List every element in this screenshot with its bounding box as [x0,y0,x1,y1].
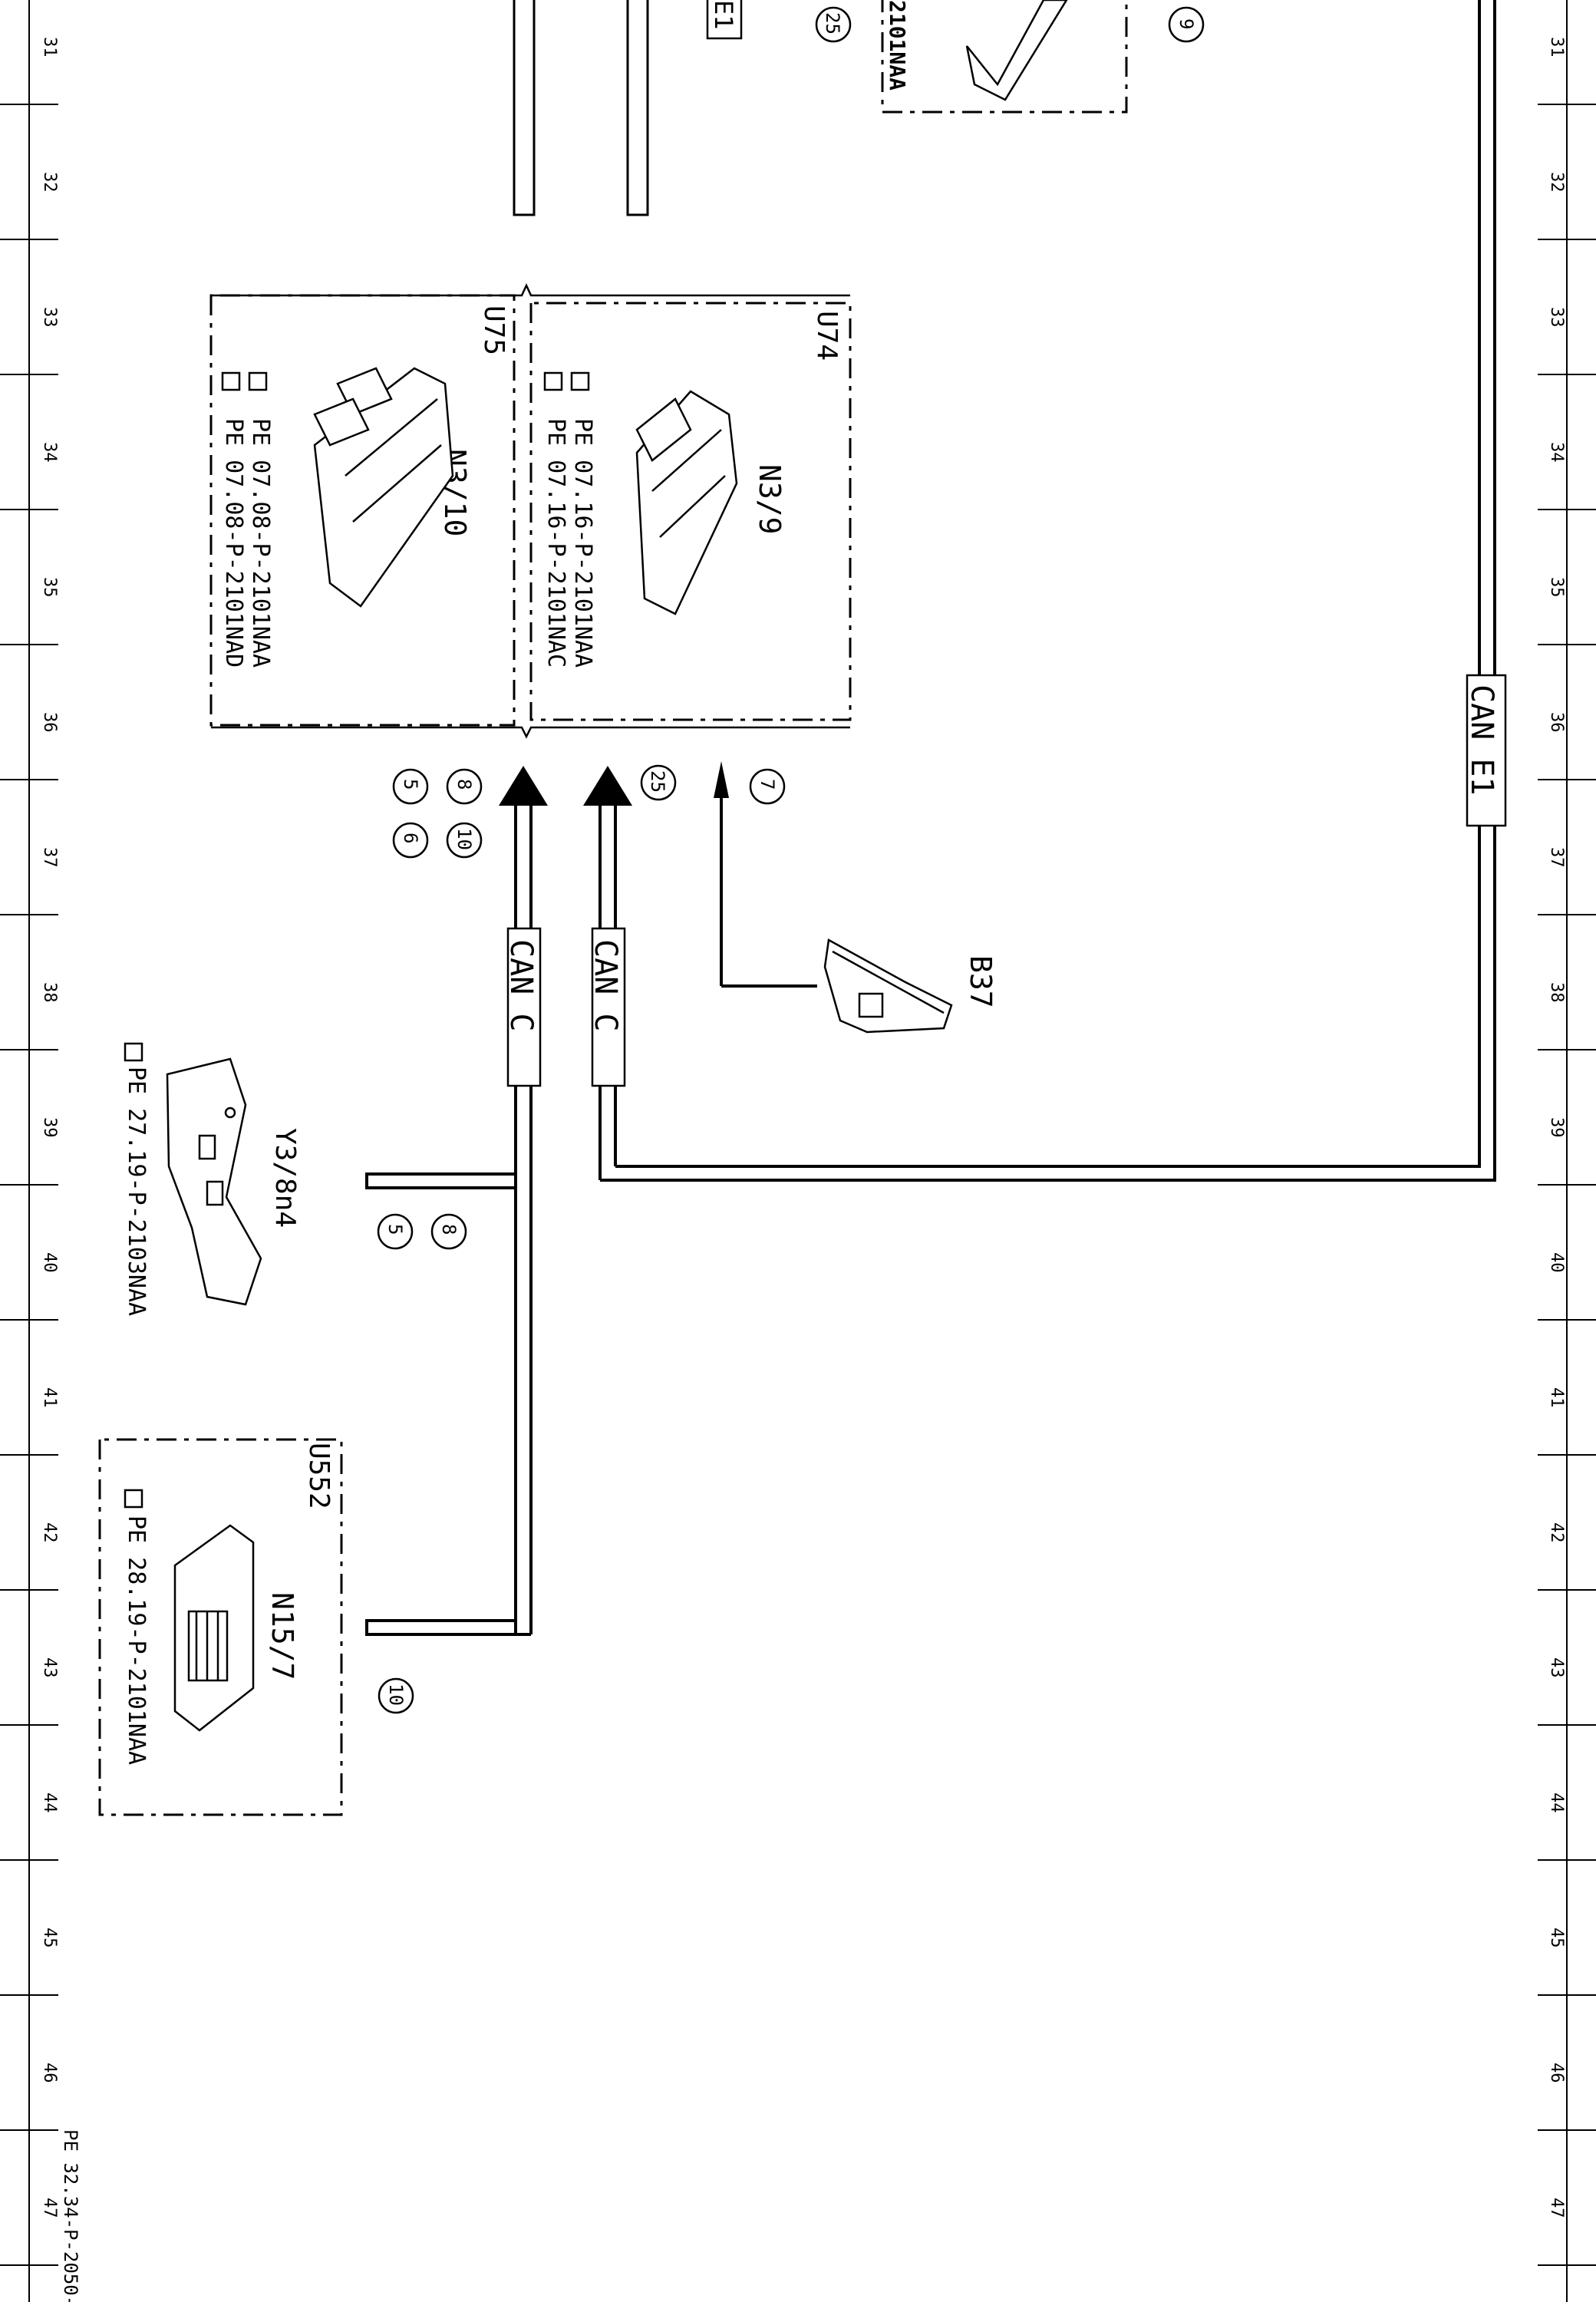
grid-labels-right: 31 32 33 34 35 36 37 38 39 40 41 42 43 4… [1547,37,1566,2218]
grid-row-label: 33 [1547,307,1566,328]
grid-row-label: 38 [40,982,59,1003]
ref-hand-icon [543,371,590,391]
top-module-fragment [965,0,1068,101]
u74-label: U74 [811,311,843,361]
u75-ref-2: PE 07.08-P-2101NAD [220,418,247,668]
top-fragment: E1 25 2101NAA 9 [513,0,1205,216]
n15-7-module-icon [173,1524,255,1732]
can-c-bus-2: CAN C CAN E1 [583,0,1507,1182]
grid-row-label: 34 [40,442,59,463]
callout-25: 25 [640,764,677,801]
callout-10-u552: 10 [378,1677,414,1714]
grid-row-label: 41 [1547,1387,1566,1408]
grid-row-label: 42 [40,1522,59,1543]
grid-row-label: 43 [40,1657,59,1678]
n3-9-label: N3/9 [753,464,786,535]
ecu-n3-9-icon [635,390,738,615]
can-e1-label: CAN E1 [1464,684,1499,796]
grid-row-label: 40 [40,1252,59,1273]
grid-row-label: 39 [40,1117,59,1138]
u74-ref-2: PE 07.16-P-2101NAC [542,418,569,668]
svg-text:7: 7 [757,779,778,790]
grid-row-label: 36 [40,712,59,733]
ecu-n3-10-icon [313,367,454,608]
u552-ref: PE 28.19-P-2101NAA [123,1515,150,1765]
callout-10: 10 [446,822,483,859]
n15-7-label: N15/7 [265,1592,299,1680]
svg-text:8: 8 [453,779,475,790]
grid-row-label: 35 [40,577,59,598]
grid-row-label: 40 [1547,1252,1566,1273]
svg-text:5: 5 [384,1224,406,1235]
callout-5: 5 [392,768,429,805]
grid-row-label: 31 [1547,37,1566,58]
svg-text:5: 5 [400,779,421,790]
svg-text:6: 6 [400,833,421,843]
svg-text:10: 10 [453,828,475,850]
y3-8n4-label: Y3/8n4 [269,1128,301,1228]
grid-row-label: 32 [40,172,59,193]
grid-row-label: 37 [40,847,59,868]
grid-row-label: 45 [1547,1928,1566,1948]
svg-text:10: 10 [385,1684,407,1706]
grid-row-label: 31 [40,37,59,58]
grid-row-label: 37 [1547,847,1566,868]
can-e1-tag-fragment-text: E1 [709,0,738,30]
can-c-bus-1: CAN C [365,766,548,1636]
callout-6: 6 [392,822,429,859]
u552-label: U552 [303,1443,335,1509]
callout-9-top: 9 [1168,6,1205,43]
y3-8n4-module: Y3/8n4 PE 27.19-P-2103NAA [123,1042,301,1316]
grid-row-label: 44 [1547,1792,1566,1813]
svg-text:25: 25 [822,12,843,35]
svg-text:9: 9 [1176,18,1197,29]
can-c-bus-2-label: CAN C [588,939,623,1031]
u75-ref-1: PE 07.08-P-2101NAA [247,418,274,668]
grid-row-label: 42 [1547,1522,1566,1543]
u74-box: U74 N3/9 PE 07.16-P-2101NAA PE 07.16-P-2… [529,302,852,721]
callout-25-top: 25 [815,6,852,43]
callouts: 8 10 5 6 25 7 8 5 [377,764,786,1714]
top-ref-fragment: 2101NAA [885,0,910,91]
can-e1-tag-fragment [706,0,743,40]
box-group-bottom [211,726,850,739]
ref-hand-icon [124,1489,143,1509]
grid-row-label: 46 [1547,2063,1566,2083]
grid-row-label: 38 [1547,982,1566,1003]
svg-text:25: 25 [647,770,668,793]
box-group-top [211,283,850,297]
can-c-bus-1-label: CAN C [503,939,539,1031]
grid-row-label: 46 [40,2063,59,2083]
grid-row-label: 43 [1547,1657,1566,1678]
grid-row-label: 44 [40,1792,59,1813]
grid-row-label: 36 [1547,712,1566,733]
u74-ref-1: PE 07.16-P-2101NAA [569,418,596,668]
u75-box: U75 N3/10 PE 07.08-P-2101NAA PE 07.08-P-… [209,294,516,727]
callout-8-y3: 8 [430,1213,467,1250]
grid-row-label: 35 [1547,577,1566,598]
callout-7: 7 [749,768,786,805]
callout-8: 8 [446,768,483,805]
grid-row-label: 45 [40,1928,59,1948]
grid-labels-left: 31 32 33 34 35 36 37 38 39 40 41 42 43 4… [40,37,59,2218]
svg-text:8: 8 [438,1224,460,1235]
grid-row-label: 32 [1547,172,1566,193]
y3-ref: PE 27.19-P-2103NAA [123,1067,150,1316]
grid-row-label: 47 [1547,2198,1566,2218]
b37-sensor: B37 [714,761,998,1034]
b37-label: B37 [964,955,998,1008]
grid-row-label: 34 [1547,442,1566,463]
u75-label: U75 [478,305,509,355]
grid-row-label: 47 [40,2198,59,2218]
grid-row-label: 39 [1547,1117,1566,1138]
callout-5-y3: 5 [377,1213,414,1250]
grid-row-label: 41 [40,1387,59,1408]
grid-row-label: 33 [40,307,59,328]
u552-box: U552 N15/7 PE 28.19-P-2101NAA [98,1438,343,1816]
ref-hand-icon [221,371,268,391]
ref-hand-icon [124,1042,143,1062]
footer-reference: PE 32.34-P-2050- [60,2129,81,2302]
